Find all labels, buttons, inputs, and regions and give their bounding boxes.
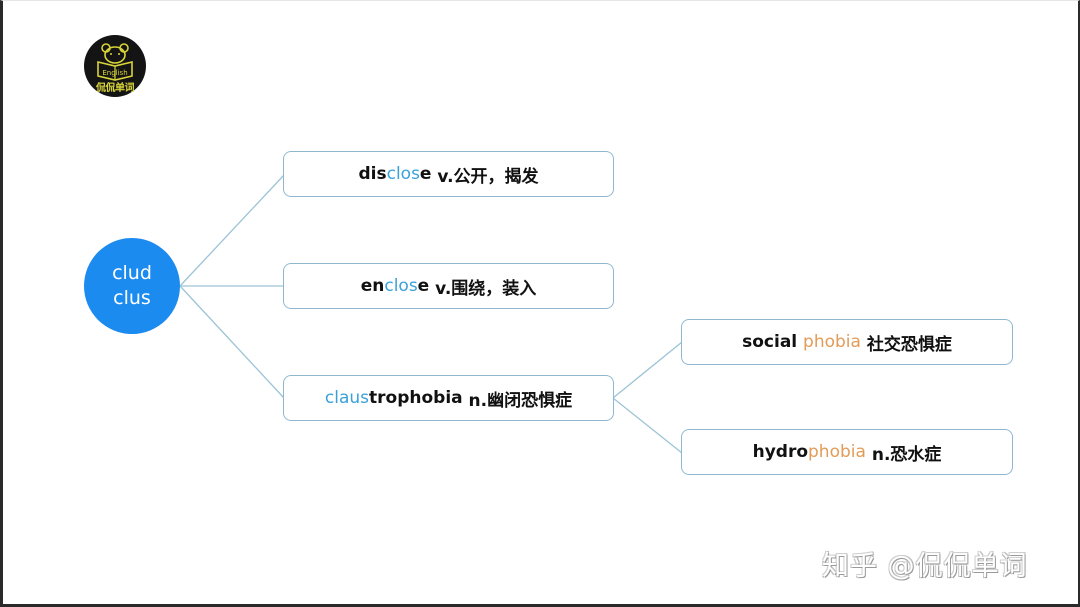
word-root: clos: [386, 164, 420, 184]
bear-reading-icon: English: [97, 43, 133, 81]
word-prefix: social: [742, 332, 804, 352]
root-line-1: clud: [112, 262, 152, 284]
word-gloss: n.幽闭恐惧症: [462, 390, 573, 411]
word-gloss: 社交恐惧症: [860, 334, 952, 355]
word-gloss: n.恐水症: [865, 444, 942, 465]
word-prefix: dis: [358, 164, 387, 184]
node-social-phobia[interactable]: social phobia 社交恐惧症: [681, 319, 1013, 365]
root-node[interactable]: clud clus: [84, 238, 180, 334]
word-suffix: e: [419, 164, 432, 184]
word-root: clos: [384, 276, 418, 296]
connector-claustrophobia: [179, 285, 285, 399]
connector-social-phobia: [612, 341, 683, 399]
word-suffix: trophobia: [369, 388, 463, 408]
connector-hydrophobia: [612, 397, 683, 454]
connector-disclose: [179, 174, 285, 287]
word-root: claus: [324, 388, 370, 408]
word-gloss: v.公开，揭发: [431, 166, 539, 187]
logo: English 侃侃单词: [84, 35, 146, 97]
word-prefix: hydro: [752, 442, 809, 462]
watermark: 知乎 @侃侃单词: [822, 551, 1028, 582]
svg-text:English: English: [102, 69, 127, 77]
word-root: phobia: [808, 442, 866, 462]
logo-label: 侃侃单词: [96, 83, 135, 94]
word-gloss: v.围绕，装入: [429, 278, 537, 299]
word-root: phobia: [803, 332, 861, 352]
word-suffix: e: [417, 276, 430, 296]
root-line-2: clus: [113, 287, 151, 309]
word-prefix: en: [360, 276, 385, 296]
